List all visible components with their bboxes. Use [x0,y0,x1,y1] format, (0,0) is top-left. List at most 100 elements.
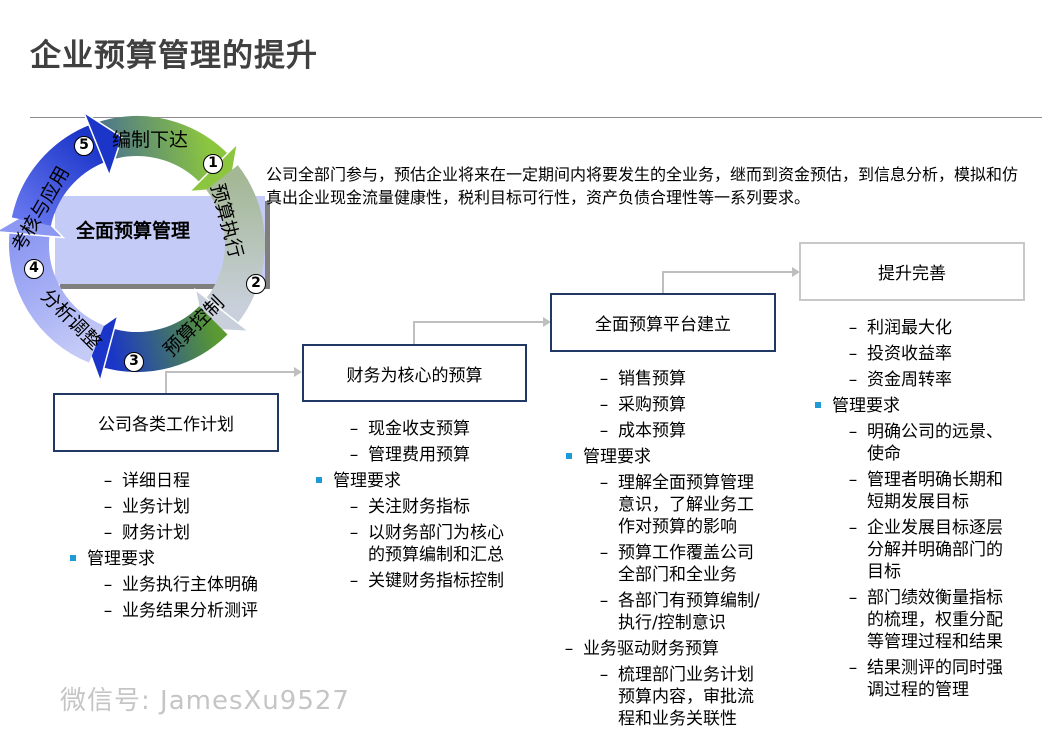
dash-bullet-icon [845,657,861,679]
list-item: 采购预算 [618,392,767,418]
list-item-text: 现金收支预算 [368,419,470,439]
dash-bullet-icon [845,587,861,609]
list-item: 各部门有预算编制/执行/控制意识 [618,588,767,636]
dash-bullet-icon [845,469,861,491]
dash-bullet-icon [346,570,362,592]
step-label-1: 编制下达 [112,129,189,151]
list-item: 以财务部门为核心的预算编制和汇总 [368,520,518,568]
list-item: 业务执行主体明确 [122,572,277,598]
step-number-1: 1 [203,154,223,174]
list-item-text: 理解全面预算管理意识，了解业务工作对预算的影响 [618,473,754,537]
list-item: 详细日程 [122,468,277,494]
list-item: 销售预算 [618,366,767,392]
list-item: 现金收支预算 [368,416,518,442]
cycle-segment-4 [9,232,105,363]
step-number-3: 3 [124,352,144,372]
list-item-text: 业务驱动财务预算 [583,639,719,659]
stage-list-work-plans: 详细日程业务计划财务计划管理要求业务执行主体明确业务结果分析测评 [87,468,277,624]
list-item-text: 梳理部门业务计划预算内容，审批流程和业务关联性 [618,665,754,729]
stage-list-finance-budget: 现金收支预算管理费用预算管理要求关注财务指标以财务部门为核心的预算编制和汇总关键… [333,416,518,594]
dash-bullet-icon [845,369,861,391]
dash-bullet-icon [596,542,612,564]
list-item: 利润最大化 [867,315,1016,341]
list-item: 管理要求 [832,393,1016,419]
list-item: 业务结果分析测评 [122,598,277,624]
dash-bullet-icon [100,522,116,544]
list-item-text: 资金周转率 [867,370,952,390]
list-item: 业务驱动财务预算 [583,636,767,662]
title-divider [30,117,1042,118]
cycle-ring [0,110,265,384]
dash-bullet-icon [596,664,612,686]
list-item-text: 以财务部门为核心的预算编制和汇总 [368,523,504,565]
list-item-text: 关注财务指标 [368,497,470,517]
dash-bullet-icon [100,574,116,596]
list-item: 关键财务指标控制 [368,568,518,594]
list-item: 明确公司的远景、使命 [867,419,1016,467]
step-number-4: 4 [24,259,44,279]
list-item-text: 采购预算 [618,395,686,415]
square-bullet-icon [561,446,577,468]
list-item-text: 业务执行主体明确 [122,575,258,595]
list-item: 企业发展目标逐层分解并明确部门的目标 [867,515,1016,585]
cycle-segment-3 [103,305,228,372]
dash-bullet-icon [596,472,612,494]
dash-bullet-icon [346,418,362,440]
list-item-text: 业务计划 [122,497,190,517]
dash-bullet-icon [845,517,861,539]
cycle-segment-2 [205,165,265,323]
dash-bullet-icon [100,600,116,622]
dash-bullet-icon [346,444,362,466]
list-item: 关注财务指标 [368,494,518,520]
list-item-text: 管理费用预算 [368,445,470,465]
dash-bullet-icon [100,470,116,492]
list-item-text: 各部门有预算编制/执行/控制意识 [618,591,760,633]
dash-bullet-icon [346,496,362,518]
list-item: 梳理部门业务计划预算内容，审批流程和业务关联性 [618,662,767,732]
dash-bullet-icon [845,343,861,365]
page-title: 企业预算管理的提升 [30,38,318,74]
square-bullet-icon [65,548,81,570]
list-item-text: 管理要求 [87,549,155,569]
list-item-text: 关键财务指标控制 [368,571,504,591]
list-item-text: 部门绩效衡量指标的梳理，权重分配等管理过程和结果 [867,588,1003,652]
list-item-text: 详细日程 [122,471,190,491]
list-item: 部门绩效衡量指标的梳理，权重分配等管理过程和结果 [867,585,1016,655]
dash-bullet-icon [346,522,362,544]
stage-list-platform: 销售预算采购预算 成本预算管理要求理解全面预算管理意识，了解业务工作对预算的影响… [583,366,767,732]
cycle-center-label: 全面预算管理 [75,220,190,242]
connector-2 [413,321,545,344]
stage-list-improvement: 利润最大化投资收益率资金周转率管理要求明确公司的远景、使命管理者明确长期和短期发… [832,315,1016,703]
list-item-text: 业务结果分析测评 [122,601,258,621]
list-item-text: 成本预算 [618,421,686,441]
list-item: 管理要求 [87,546,277,572]
list-item-text: 利润最大化 [867,318,952,338]
list-item-text: 结果测评的同时强调过程的管理 [867,658,1003,700]
list-item-text: 企业发展目标逐层分解并明确部门的目标 [867,518,1003,582]
list-item: 管理要求 [583,444,767,470]
stage-box-finance-budget: 财务为核心的预算 [302,344,527,402]
list-item-text: 管理要求 [832,396,900,416]
dash-bullet-icon [596,368,612,390]
dash-bullet-icon [596,590,612,612]
list-item-text: 管理要求 [583,447,651,467]
list-item: 财务计划 [122,520,277,546]
list-item: 管理者明确长期和短期发展目标 [867,467,1016,515]
list-item: 成本预算 [618,418,767,444]
dash-bullet-icon [561,638,577,660]
list-item-text: 明确公司的远景、使命 [867,422,1003,464]
list-item-text: 管理者明确长期和短期发展目标 [867,470,1003,512]
dash-bullet-icon [845,421,861,443]
dash-bullet-icon [596,420,612,442]
dash-bullet-icon [596,394,612,416]
intro-text: 公司全部门参与，预估企业将来在一定期间内将要发生的全业务，继而到资金预估，到信息… [266,165,1019,207]
connector-3 [662,271,794,294]
list-item-text: 管理要求 [333,471,401,491]
step-number-2: 2 [246,274,266,294]
list-item: 理解全面预算管理意识，了解业务工作对预算的影响 [618,470,767,540]
square-bullet-icon [311,470,327,492]
square-bullet-icon [810,395,826,417]
list-item: 资金周转率 [867,367,1016,393]
watermark: 微信号: JamesXu9527 [60,686,350,716]
list-item-text: 财务计划 [122,523,190,543]
